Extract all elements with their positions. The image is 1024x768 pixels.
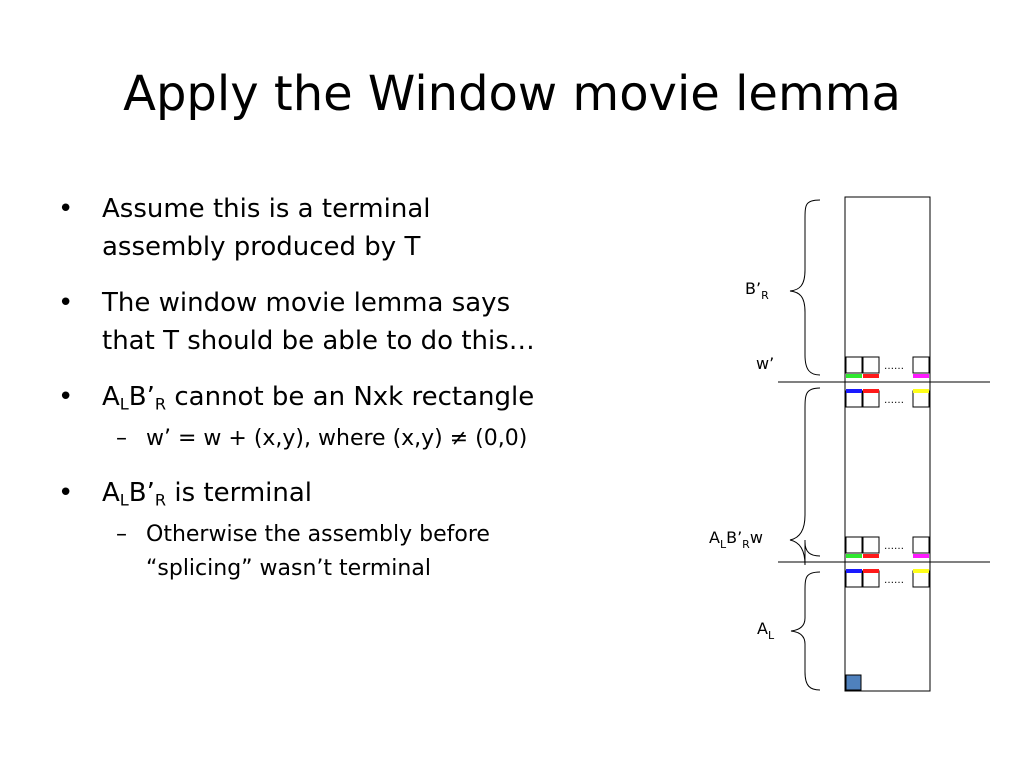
tile-row-w-prime-below: …… [845,389,930,408]
brace-albrw-bottom [804,540,821,557]
ellipsis-dots: …… [884,361,904,372]
glue-strip [863,389,879,393]
glue-strip [913,389,929,393]
window-tile [912,356,930,374]
glue-strip [913,374,929,378]
brace-b-prime-r [789,199,821,376]
subbullet-text: Otherwise the assembly before [146,522,490,547]
window-tile [912,536,930,554]
slide-title: Apply the Window movie lemma [123,66,901,122]
ellipsis-dots: …… [884,395,904,406]
bullet-text: The window movie lemma says [102,288,511,318]
math-a-sub: L [119,490,129,510]
bullet-text: ALB’R is terminal [102,478,312,508]
window-tile [862,356,880,374]
glue-strip [913,554,929,558]
bullet-text: Assume this is a terminal [102,194,431,224]
bullet-text: that T should be able to do this… [102,326,535,356]
brace-al [790,571,821,691]
ellipsis-dots: …… [884,575,904,586]
window-tile [862,536,880,554]
window-tile [845,536,863,554]
ellipsis-dots: …… [884,541,904,552]
glue-strip [846,389,862,393]
window-tile [845,570,863,588]
subbullet-text: “splicing” wasn’t terminal [146,556,431,581]
window-tile [862,570,880,588]
label-w-prime: w’ [756,354,774,373]
bullet-text: ALB’R cannot be an Nxk rectangle [102,382,534,412]
subbullet-text: w’ = w + (x,y), where (x,y) ≠ (0,0) [146,426,528,451]
math-b: B’ [128,478,155,508]
bullet-rest-text: cannot be an Nxk rectangle [166,382,535,412]
bullet-marker: • [58,478,74,508]
window-tile [845,356,863,374]
subbullet-w-prime: – w’ = w + (x,y), where (x,y) ≠ (0,0) [58,422,658,456]
bullet-is-terminal: • ALB’R is terminal [58,474,658,512]
dash-marker: – [116,426,127,451]
tile-row-w-below: …… [845,569,930,588]
assembly-rectangle [844,196,931,692]
window-tile [912,390,930,408]
bullet-not-rectangle: • ALB’R cannot be an Nxk rectangle [58,378,658,416]
label-albrw: ALB’Rw [709,528,763,551]
window-tile [845,390,863,408]
tile-row-w-above: …… [845,536,930,558]
glue-strip [846,374,862,378]
math-b-sub: R [154,394,167,414]
glue-strip [863,374,879,378]
window-tile [862,390,880,408]
bullet-marker: • [58,288,74,318]
glue-strip [863,569,879,573]
bullet-terminal-assembly: • Assume this is a terminal assembly pro… [58,190,658,266]
math-a-sub: L [119,394,129,414]
math-a: A [102,382,120,412]
subbullet-splicing: – Otherwise the assembly before “splicin… [58,518,658,586]
math-b: B’ [128,382,155,412]
bullet-window-movie-lemma: • The window movie lemma says that T sho… [58,284,658,360]
label-al: AL [757,619,775,642]
label-b-prime-r: B’R [745,279,769,302]
bullet-marker: • [58,194,74,224]
dash-marker: – [116,522,127,547]
glue-strip [913,569,929,573]
glue-strip [863,554,879,558]
math-a: A [102,478,120,508]
seed-tile [845,674,862,691]
bullet-rest-text: is terminal [166,478,313,508]
glue-strip [846,554,862,558]
tile-row-w-prime-above: …… [845,356,930,378]
glue-strip [846,569,862,573]
brace-albrw-top [789,387,821,566]
bullet-marker: • [58,382,74,412]
math-b-sub: R [154,490,167,510]
window-tile [912,570,930,588]
bullet-list: • Assume this is a terminal assembly pro… [58,190,658,604]
bullet-text: assembly produced by T [102,232,421,262]
